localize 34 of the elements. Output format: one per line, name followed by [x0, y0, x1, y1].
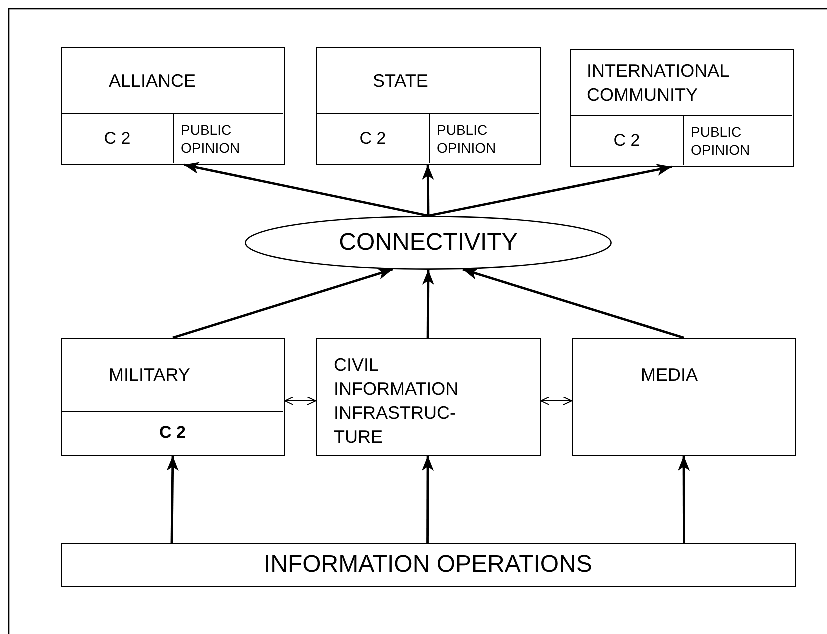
cell-label: PUBLIC OPINION [691, 122, 752, 160]
cell-label: PUBLIC OPINION [181, 120, 242, 158]
cell-label: C 2 [103, 128, 132, 150]
box-label: INTERNATIONAL COMMUNITY [587, 60, 730, 106]
box-label: MEDIA [641, 364, 700, 387]
box-label: INFORMATION OPERATIONS [262, 550, 594, 580]
arrow [172, 268, 394, 340]
cell-label: C 2 [612, 130, 642, 152]
process-box [316, 47, 541, 165]
arrow [428, 164, 672, 218]
node-label: CONNECTIVITY [338, 228, 519, 258]
process-box [61, 338, 285, 456]
cell-label: C 2 [358, 128, 388, 150]
double-arrow [540, 396, 572, 406]
arrow [422, 270, 434, 338]
arrow [462, 268, 684, 340]
cell-label: C 2 [158, 422, 187, 444]
arrow [678, 456, 690, 543]
arrow [184, 162, 429, 218]
arrow [422, 164, 434, 216]
cell-label: PUBLIC OPINION [437, 120, 498, 158]
process-box [61, 47, 285, 165]
box-label: MILITARY [109, 364, 192, 387]
arrow [166, 456, 179, 544]
process-box [570, 49, 794, 167]
process-box [61, 543, 796, 587]
arrow [422, 456, 434, 543]
box-label: ALLIANCE [109, 70, 198, 92]
process-box [316, 338, 541, 456]
double-arrow [284, 396, 316, 406]
box-label: CIVIL INFORMATION INFRASTRUC- TURE [334, 354, 460, 449]
ellipse-node [245, 216, 612, 270]
process-box [572, 338, 796, 456]
box-label: STATE [373, 70, 430, 92]
